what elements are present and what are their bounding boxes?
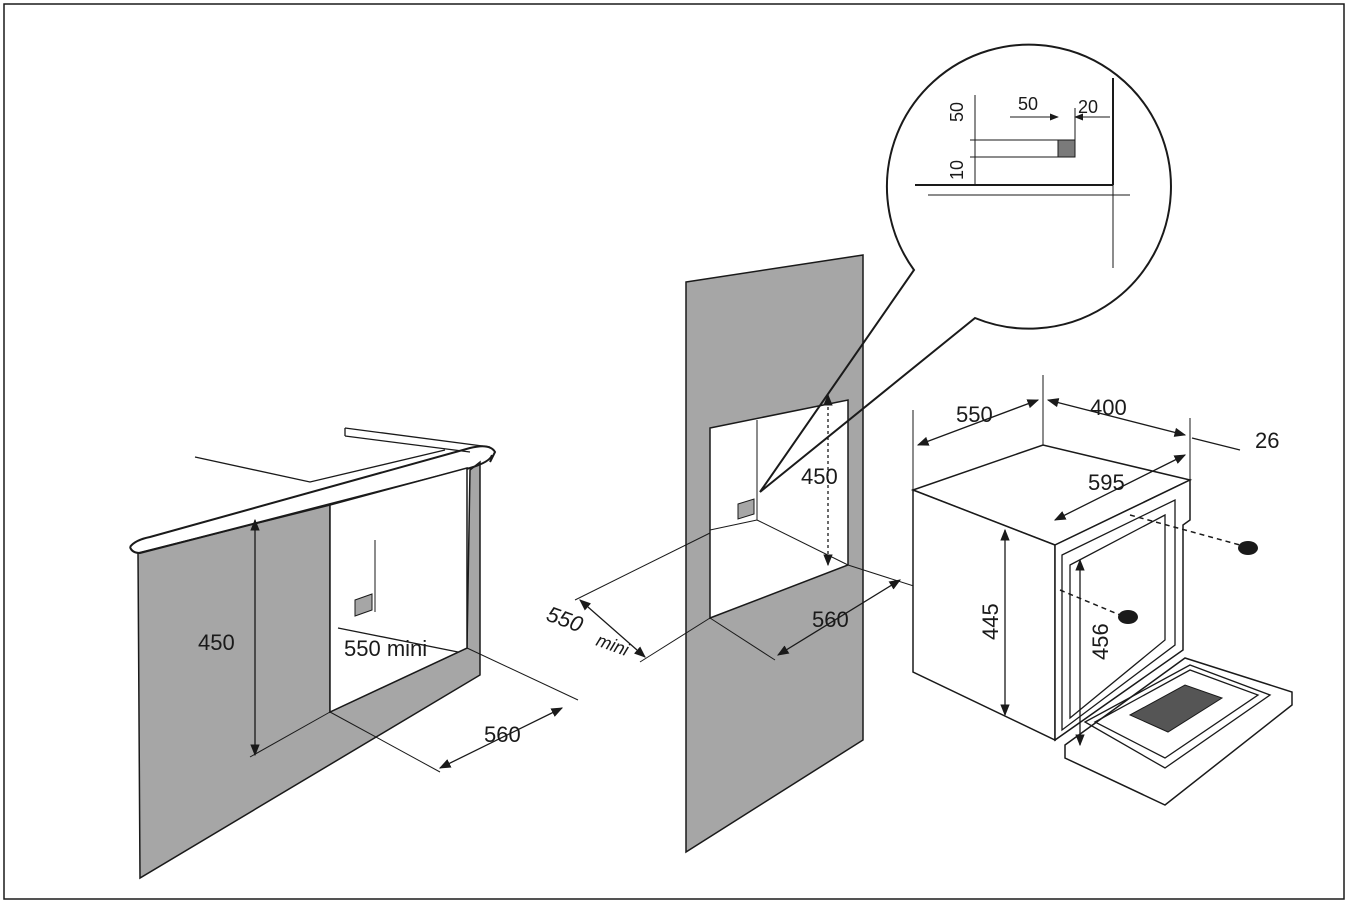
column-height-label: 450 (801, 464, 838, 489)
column-depth-label: 550 (543, 601, 587, 637)
detail-v-bottom: 10 (947, 160, 967, 180)
oven-door-label: 26 (1255, 428, 1279, 453)
oven-front-height-label: 456 (1088, 623, 1113, 660)
cabinet-depth-label: 550 mini (344, 636, 427, 661)
detail-bubble (759, 43, 1172, 493)
page-frame (3, 3, 1345, 900)
detail-h-right: 20 (1078, 97, 1098, 117)
door-window (1128, 684, 1224, 733)
oven-body-height-label: 445 (978, 603, 1003, 640)
oven-door (1064, 657, 1293, 806)
detail-h-left: 50 (1018, 94, 1038, 114)
oven-depth-rear-label: 400 (1090, 395, 1127, 420)
column-width-label: 560 (812, 607, 849, 632)
detail-callout: 50 10 50 20 (759, 43, 1172, 493)
oven-unit: 550 400 26 595 445 456 (910, 375, 1293, 806)
detail-v-top: 50 (947, 102, 967, 122)
under-counter-cabinet: 450 550 mini 560 (129, 427, 579, 880)
screw-top (1238, 541, 1258, 555)
cabinet-height-label: 450 (198, 630, 235, 655)
column-depth-suffix: mini (594, 630, 633, 660)
cabinet-width-label: 560 (484, 722, 521, 747)
wall-column: 450 550 mini 560 (543, 254, 921, 854)
column-socket-box (737, 498, 755, 520)
socket-box (354, 593, 373, 617)
detail-socket (1057, 139, 1076, 158)
oven-depth-label: 550 (956, 402, 993, 427)
oven-width-label: 595 (1088, 470, 1125, 495)
screw-side (1118, 610, 1138, 624)
